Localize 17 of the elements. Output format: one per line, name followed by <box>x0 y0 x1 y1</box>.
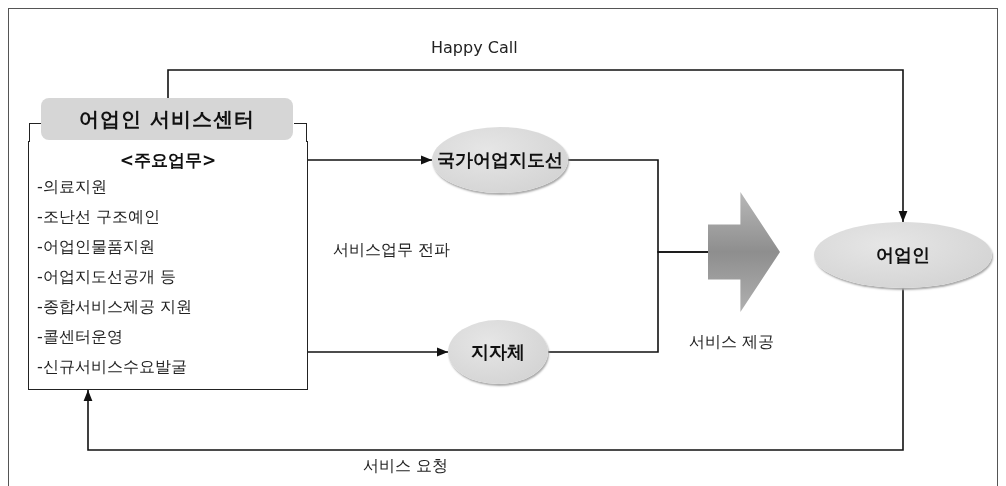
ellipse-node: 어업인 <box>814 222 992 288</box>
center-title: 어업인 서비스센터 <box>41 98 293 140</box>
duty-item: -어업인물품지원 <box>37 237 155 258</box>
duties-heading: <주요업무> <box>118 149 218 172</box>
duty-item: -어업지도선공개 등 <box>37 267 176 288</box>
arrow <box>307 155 433 165</box>
duty-item: -조난선 구조예인 <box>37 207 160 228</box>
ellipse-node: 지자체 <box>448 320 548 384</box>
duty-item: -콜센터운영 <box>37 327 123 348</box>
duty-item: -신규서비스수요발굴 <box>37 357 187 378</box>
duty-item: -종합서비스제공 지원 <box>37 297 192 318</box>
arrow <box>307 347 449 357</box>
ellipse-node: 국가어업지도선 <box>432 127 568 193</box>
connector-line <box>547 251 709 353</box>
arrow <box>83 287 904 451</box>
arrow <box>167 69 908 223</box>
duty-item: -의료지원 <box>37 177 107 198</box>
